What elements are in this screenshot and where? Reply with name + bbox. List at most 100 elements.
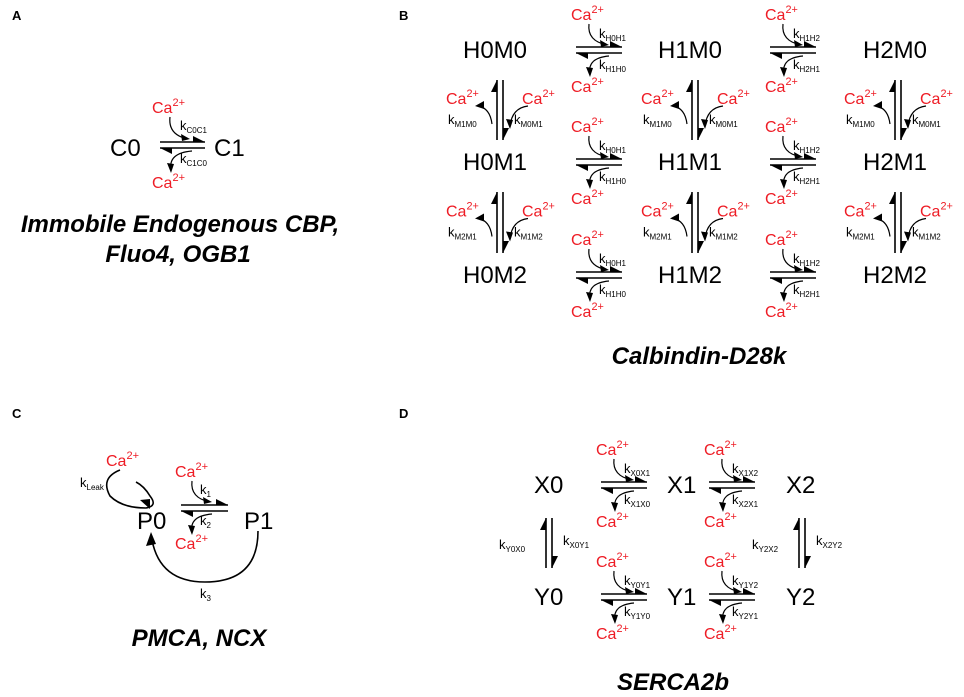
b-m-eq-r1-c2-ca-right: Ca2+ bbox=[920, 201, 953, 221]
b-m-eq-r0-c2-k-right: kM0M1 bbox=[912, 112, 941, 129]
panel-a-title-line2: Fluo4, OGB1 bbox=[105, 241, 250, 268]
b-h-eq-r2-c0-ca-unbind: Ca2+ bbox=[571, 301, 604, 321]
calcium-ion-bind: Ca2+ bbox=[152, 97, 185, 117]
b-h-eq-r0-c0-ca-bind: Ca2+ bbox=[571, 4, 604, 24]
rate-k-c0c1: kC0C1 bbox=[180, 118, 208, 135]
d-x-eq-c0-ca-bind: Ca2+ bbox=[596, 439, 629, 459]
state-h0m0: H0M0 bbox=[463, 37, 527, 64]
state-h1m0: H1M0 bbox=[658, 37, 722, 64]
b-m-eq-r0-c0-ca-left: Ca2+ bbox=[446, 88, 479, 108]
state-y2: Y2 bbox=[786, 584, 815, 611]
b-h-eq-r0-c0-k-rev: kH1H0 bbox=[599, 57, 627, 74]
leak-loop-arrow bbox=[105, 469, 154, 509]
b-m-eq-r0-c0-k-left: kM1M0 bbox=[448, 112, 477, 129]
state-c1: C1 bbox=[214, 135, 245, 162]
b-m-eq-r1-c0-k-right: kM1M2 bbox=[514, 225, 543, 242]
b-m-eq-r1-c0-k-left: kM2M1 bbox=[448, 225, 477, 242]
rate-k1: k1 bbox=[200, 482, 212, 499]
state-y1: Y1 bbox=[667, 584, 696, 611]
b-h-eq-r0-c1-ca-bind: Ca2+ bbox=[765, 4, 798, 24]
panel-b-title: Calbindin-D28k bbox=[612, 343, 788, 370]
b-h-eq-r1-c1-k-rev: kH2H1 bbox=[793, 169, 821, 186]
rate-k-c1c0: kC1C0 bbox=[180, 151, 208, 168]
panel-label-a: A bbox=[12, 8, 22, 23]
state-h2m1: H2M1 bbox=[863, 149, 927, 176]
b-h-eq-r1-c0-k-rev: kH1H0 bbox=[599, 169, 627, 186]
b-m-eq-r1-c2-k-right: kM1M2 bbox=[912, 225, 941, 242]
state-x0: X0 bbox=[534, 472, 563, 499]
d-y-eq-c0-ca-unbind: Ca2+ bbox=[596, 623, 629, 643]
state-x1: X1 bbox=[667, 472, 696, 499]
d-y-eq-c0-k-rev: kY1Y0 bbox=[624, 604, 651, 621]
b-h-eq-r0-c1-k-rev: kH2H1 bbox=[793, 57, 821, 74]
panel-a: A C0 C1 Ca2+ kC0C1 kC1C0 Ca2+ Immobile E… bbox=[12, 8, 339, 268]
calcium-ion-bind-p: Ca2+ bbox=[175, 461, 208, 481]
calcium-ion-unbind: Ca2+ bbox=[152, 172, 185, 192]
state-y0: Y0 bbox=[534, 584, 563, 611]
calcium-ion-leak: Ca2+ bbox=[106, 450, 139, 470]
b-m-eq-r1-c0-ca-left: Ca2+ bbox=[446, 201, 479, 221]
b-m-eq-r0-c2-ca-right: Ca2+ bbox=[920, 88, 953, 108]
b-m-eq-r1-c2-ca-left: Ca2+ bbox=[844, 201, 877, 221]
rate-k3: k3 bbox=[200, 586, 212, 603]
panel-c: C P0 P1 Ca2+ kLeak Ca2+ k1 k2 Ca2+ k3 PM… bbox=[12, 406, 273, 652]
b-h-eq-r2-c0-ca-bind: Ca2+ bbox=[571, 229, 604, 249]
d-vert-left-k-right: kX0Y1 bbox=[563, 533, 590, 550]
b-m-eq-r0-c0-ca-right: Ca2+ bbox=[522, 88, 555, 108]
panel-label-d: D bbox=[399, 406, 408, 421]
b-h-eq-r1-c0-k-fwd: kH0H1 bbox=[599, 138, 627, 155]
k3-return-arc bbox=[151, 530, 259, 583]
calcium-ion-unbind-p: Ca2+ bbox=[175, 533, 208, 553]
panel-label-c: C bbox=[12, 406, 22, 421]
d-x-eq-c1-k-fwd: kX1X2 bbox=[732, 461, 759, 478]
d-y-eq-c0-ca-bind: Ca2+ bbox=[596, 551, 629, 571]
b-h-eq-r1-c1-ca-bind: Ca2+ bbox=[765, 116, 798, 136]
state-h0m1: H0M1 bbox=[463, 149, 527, 176]
d-vert-right-k-left: kY2X2 bbox=[752, 537, 779, 554]
rate-k-leak: kLeak bbox=[80, 475, 105, 492]
d-x-eq-c1-ca-unbind: Ca2+ bbox=[704, 511, 737, 531]
state-x2: X2 bbox=[786, 472, 815, 499]
d-y-eq-c1-ca-bind: Ca2+ bbox=[704, 551, 737, 571]
panel-d-title: SERCA2b bbox=[617, 669, 729, 696]
b-m-eq-r0-c2-k-left: kM1M0 bbox=[846, 112, 875, 129]
b-h-eq-r2-c0-k-fwd: kH0H1 bbox=[599, 251, 627, 268]
state-c0: C0 bbox=[110, 135, 141, 162]
b-h-eq-r0-c1-ca-unbind: Ca2+ bbox=[765, 76, 798, 96]
b-h-eq-r2-c1-k-fwd: kH1H2 bbox=[793, 251, 821, 268]
b-h-eq-r0-c1-k-fwd: kH1H2 bbox=[793, 26, 821, 43]
d-x-eq-c0-k-rev: kX1X0 bbox=[624, 492, 651, 509]
d-x-eq-c0-ca-unbind: Ca2+ bbox=[596, 511, 629, 531]
b-h-eq-r0-c0-ca-unbind: Ca2+ bbox=[571, 76, 604, 96]
panel-c-title: PMCA, NCX bbox=[132, 625, 269, 652]
state-p0: P0 bbox=[137, 508, 166, 535]
equilibrium-arrows-c0-c1 bbox=[160, 136, 205, 154]
b-h-eq-r2-c1-ca-bind: Ca2+ bbox=[765, 229, 798, 249]
b-m-eq-r1-c1-ca-left: Ca2+ bbox=[641, 201, 674, 221]
state-h1m2: H1M2 bbox=[658, 262, 722, 289]
equilibrium-arrows-p0-p1 bbox=[181, 499, 228, 517]
d-y-eq-c1-ca-unbind: Ca2+ bbox=[704, 623, 737, 643]
d-vert-right-k-right: kX2Y2 bbox=[816, 533, 843, 550]
b-h-eq-r1-c1-k-fwd: kH1H2 bbox=[793, 138, 821, 155]
b-h-eq-r1-c1-ca-unbind: Ca2+ bbox=[765, 188, 798, 208]
b-h-eq-r1-c0-ca-bind: Ca2+ bbox=[571, 116, 604, 136]
b-m-eq-r1-c2-k-left: kM2M1 bbox=[846, 225, 875, 242]
panel-label-b: B bbox=[399, 8, 408, 23]
state-p1: P1 bbox=[244, 508, 273, 535]
b-m-eq-r0-c1-k-right: kM0M1 bbox=[709, 112, 738, 129]
d-x-eq-c1-k-rev: kX2X1 bbox=[732, 492, 759, 509]
b-m-eq-r0-c1-k-left: kM1M0 bbox=[643, 112, 672, 129]
